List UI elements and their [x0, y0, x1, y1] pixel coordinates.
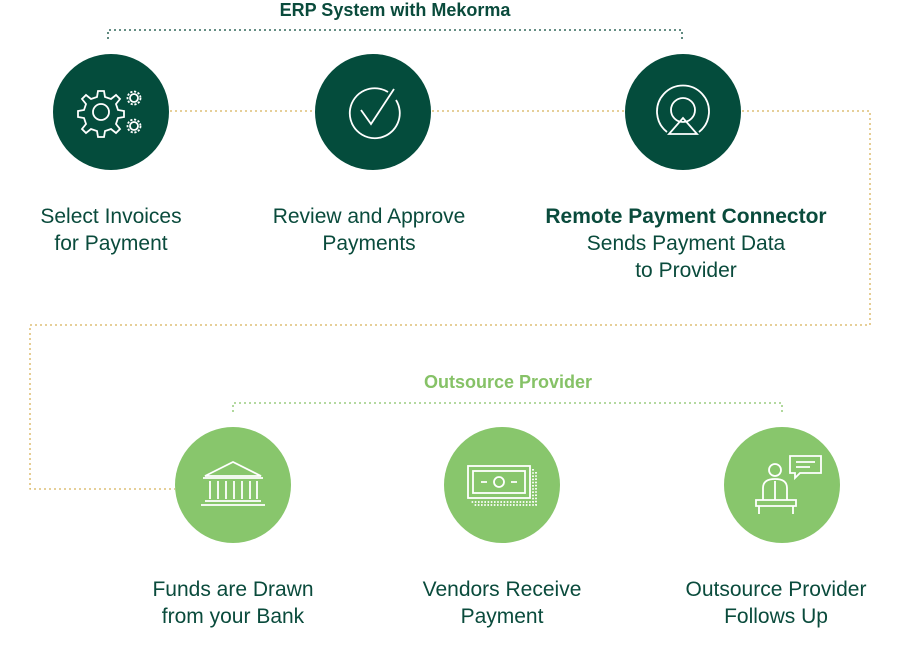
step-1-circle	[53, 54, 169, 170]
bank-icon	[201, 460, 265, 506]
step-1-label: Select Invoices for Payment	[0, 203, 222, 257]
step-2-line-1: Review and Approve	[272, 205, 466, 228]
step-3-circle	[625, 54, 741, 170]
step-5-line-1: Vendors Receive	[422, 578, 582, 601]
step-2-label: Review and Approve Payments	[240, 203, 498, 257]
step-2-circle	[315, 54, 431, 170]
step-1-line-1: Select Invoices	[40, 205, 182, 228]
step-4-circle	[175, 427, 291, 543]
step-3-bold-line: Remote Payment Connector	[545, 205, 827, 228]
step-5-circle	[444, 427, 560, 543]
step-5-line-2: Payment	[460, 605, 544, 628]
flow-line	[29, 110, 871, 490]
outsource-group-label: Outsource Provider	[423, 372, 593, 392]
connector-icon	[656, 84, 710, 135]
erp-group-label: ERP System with Mekorma	[279, 0, 511, 20]
step-2-line-2: Payments	[322, 232, 416, 255]
checkmark-icon	[348, 87, 401, 140]
step-3-label: Remote Payment Connector Sends Payment D…	[506, 203, 866, 284]
step-6-circle	[724, 427, 840, 543]
step-1-line-2: for Payment	[54, 232, 168, 255]
step-4-line-1: Funds are Drawn	[152, 578, 314, 601]
step-3-line-1: Sends Payment Data	[586, 232, 786, 255]
money-icon	[467, 465, 537, 506]
step-3-line-2: to Provider	[635, 259, 737, 282]
step-6-line-2: Follows Up	[724, 605, 828, 628]
step-6-label: Outsource Provider Follows Up	[652, 576, 900, 630]
support-agent-icon	[755, 455, 822, 514]
erp-bracket	[107, 29, 683, 39]
step-4-label: Funds are Drawn from your Bank	[113, 576, 353, 630]
gears-icon	[77, 90, 142, 138]
step-4-line-2: from your Bank	[161, 605, 305, 628]
step-5-label: Vendors Receive Payment	[382, 576, 622, 630]
step-6-line-1: Outsource Provider	[685, 578, 867, 601]
